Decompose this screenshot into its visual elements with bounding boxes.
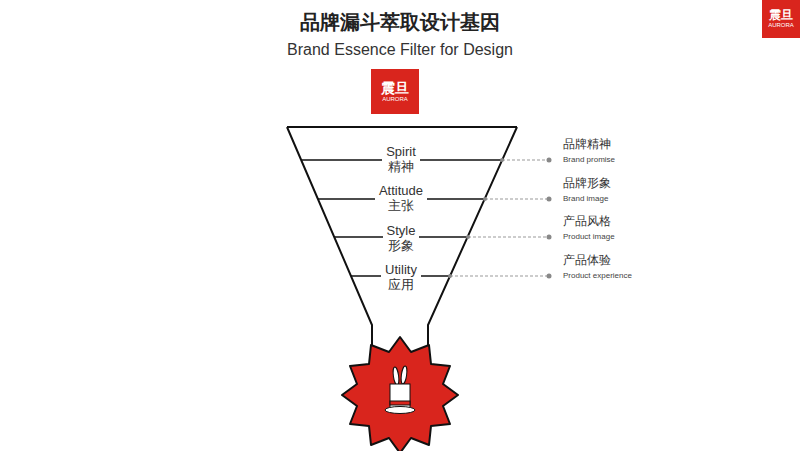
- label-wrap: 品牌形象: [563, 177, 611, 191]
- funnel-band: Spirit精神: [382, 145, 420, 175]
- node-subtext: 精神: [388, 160, 414, 175]
- leader-dots: [448, 158, 552, 279]
- funnel-band: Style形象: [383, 224, 420, 254]
- starburst: [342, 337, 458, 451]
- logo-badge: 震旦AURORA: [762, 0, 800, 38]
- node-subtext: AURORA: [768, 22, 794, 29]
- label-wrap: 品牌精神: [563, 138, 611, 152]
- subtitle: Brand Essence Filter for Design: [287, 41, 513, 59]
- label-wrap: Brand image: [563, 194, 608, 203]
- magic-hat-icon: [385, 366, 415, 414]
- node-subtext: 主张: [388, 199, 414, 214]
- label-wrap: Brand promise: [563, 155, 615, 164]
- node-subtext: 形象: [388, 239, 414, 254]
- node-heading: 震旦: [381, 80, 409, 96]
- label-wrap: 产品体验: [563, 254, 611, 268]
- funnel-rim: [287, 126, 517, 128]
- side-sublabel: Brand image: [563, 194, 608, 203]
- funnel-band: Attitude主张: [375, 184, 427, 214]
- label-wrap: 产品风格: [563, 215, 611, 229]
- side-label: 产品风格: [563, 215, 611, 229]
- side-label: 产品体验: [563, 254, 611, 268]
- node-heading: Style: [387, 224, 416, 239]
- label-wrap: Product experience: [563, 271, 632, 280]
- node-subtext: AURORA: [382, 96, 408, 103]
- leader-lines: [450, 160, 549, 276]
- node-heading: Attitude: [379, 184, 423, 199]
- funnel-band: Utility应用: [381, 263, 421, 293]
- node-heading: Utility: [385, 263, 417, 278]
- title-block: 品牌漏斗萃取设计基因: [300, 11, 500, 34]
- side-sublabel: Product image: [563, 232, 615, 241]
- node-heading: Spirit: [386, 145, 416, 160]
- side-sublabel: Brand promise: [563, 155, 615, 164]
- title: 品牌漏斗萃取设计基因: [300, 11, 500, 34]
- node-heading: 震旦: [769, 9, 793, 23]
- label-wrap: Product image: [563, 232, 615, 241]
- side-sublabel: Product experience: [563, 271, 632, 280]
- node-subtext: 应用: [388, 278, 414, 293]
- side-label: 品牌形象: [563, 177, 611, 191]
- logo-badge: 震旦AURORA: [371, 69, 419, 114]
- label-wrap: Brand Essence Filter for Design: [287, 41, 513, 59]
- side-label: 品牌精神: [563, 138, 611, 152]
